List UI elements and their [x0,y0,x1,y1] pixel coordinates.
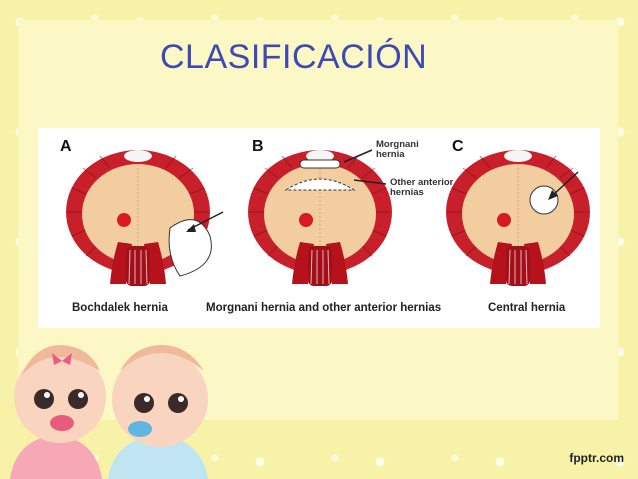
panel-letter-c: C [452,138,464,155]
baby-girl [10,345,106,479]
babies-illustration [10,345,208,479]
diagram-bochdalek [65,149,212,287]
caption-central: Central hernia [488,302,566,314]
arrow-central [551,171,579,197]
footer-brand: fpptr.com [569,451,624,465]
callout-other-line1: Other anterior [390,177,454,188]
arrow-morgnani [343,149,373,163]
baby-boy [108,345,208,479]
diagram-central [445,149,591,287]
diagram-morgnani [247,149,393,287]
hernia-figure: A B C Morgnani hernia Other anterior her… [38,128,600,328]
diaphragm-illustration [65,149,591,287]
arrowhead-central-icon [548,190,558,200]
callout-other-anterior: Other anterior hernias [390,178,453,198]
arrowhead-bochdalek-icon [186,224,196,232]
callout-morgnani-line2: hernia [376,149,405,160]
callout-other-line2: hernias [390,187,424,198]
slide-title: CLASIFICACIÓN [160,38,428,76]
callout-morgnani: Morgnani hernia [376,140,419,160]
arrow-other-anterior [353,179,387,185]
panel-letter-a: A [60,138,72,155]
callout-morgnani-line1: Morgnani [376,139,419,150]
caption-morgnani: Morgnani hernia and other anterior herni… [206,302,442,314]
panel-letter-b: B [252,138,264,155]
caption-bochdalek: Bochdalek hernia [72,302,168,314]
